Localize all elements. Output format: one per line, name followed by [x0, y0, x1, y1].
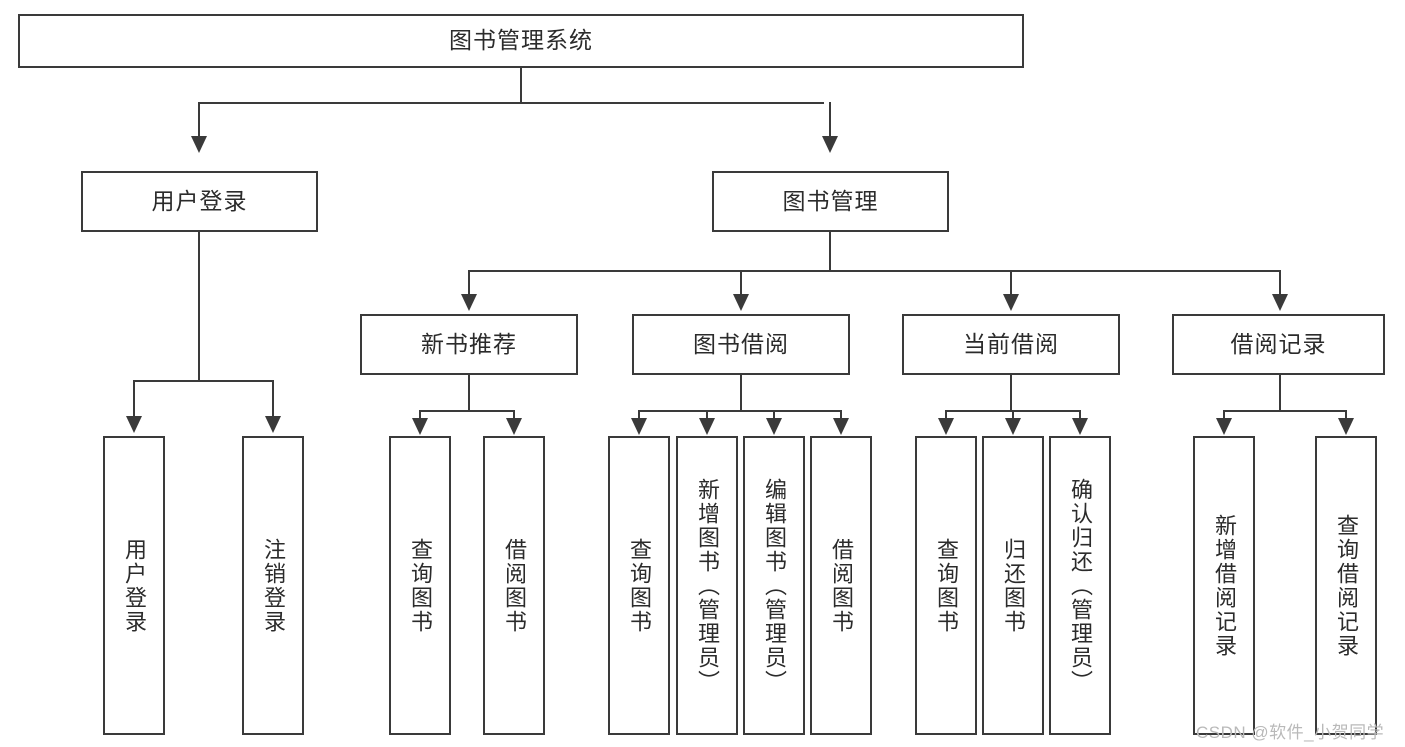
connector-borrow-record-stem	[1279, 375, 1281, 410]
arrow-root-to-book-management	[822, 136, 838, 153]
node-current-borrow[interactable]: 当前借阅	[902, 314, 1120, 375]
connector-current-borrow-to-leaf-1	[945, 410, 947, 420]
node-user-login[interactable]: 用户登录	[81, 171, 318, 232]
node-leaf-query-book-current[interactable]: 查询图书	[915, 436, 977, 735]
node-book-management[interactable]: 图书管理	[712, 171, 949, 232]
connector-bm-to-new-book	[468, 270, 470, 296]
node-label: 图书借阅	[693, 330, 789, 357]
arrow-user-login-to-leaf-2	[265, 416, 281, 433]
node-leaf-add-borrow-record[interactable]: 新增借阅记录	[1193, 436, 1255, 735]
node-leaf-query-book-recommend[interactable]: 查询图书	[389, 436, 451, 735]
arrow-bm-to-new-book	[461, 294, 477, 311]
arrow-current-borrow-to-leaf-1	[938, 418, 954, 435]
node-leaf-add-book-admin[interactable]: 新增图书（管理员）	[676, 436, 738, 735]
connector-book-management-bus	[468, 270, 1280, 272]
connector-current-borrow-to-leaf-2	[1012, 410, 1014, 420]
node-label: 注销登录	[260, 537, 286, 634]
connector-current-borrow-to-leaf-3	[1079, 410, 1081, 420]
connector-user-login-bus	[133, 380, 273, 382]
node-label: 新书推荐	[421, 330, 517, 357]
connector-root-bus	[198, 102, 824, 104]
connector-book-borrow-stem	[740, 375, 742, 410]
node-label: 确认归还（管理员）	[1067, 477, 1093, 694]
connector-root-to-user-login	[198, 102, 200, 138]
arrow-borrow-record-to-leaf-2	[1338, 418, 1354, 435]
connector-borrow-record-to-leaf-2	[1345, 410, 1347, 420]
arrow-book-borrow-to-leaf-2	[699, 418, 715, 435]
connector-borrow-record-bus	[1223, 410, 1347, 412]
node-leaf-return-book[interactable]: 归还图书	[982, 436, 1044, 735]
arrow-book-borrow-to-leaf-3	[766, 418, 782, 435]
arrow-bm-to-borrow-record	[1272, 294, 1288, 311]
arrow-current-borrow-to-leaf-3	[1072, 418, 1088, 435]
node-label: 归还图书	[1000, 537, 1026, 634]
csdn-watermark: CSDN @软件_小贺同学	[1196, 718, 1384, 743]
arrow-user-login-to-leaf-1	[126, 416, 142, 433]
node-label: 查询图书	[626, 537, 652, 634]
node-label: 借阅记录	[1230, 330, 1327, 357]
connector-book-borrow-bus	[638, 410, 842, 412]
connector-book-borrow-to-leaf-1	[638, 410, 640, 420]
node-new-book-recommend[interactable]: 新书推荐	[360, 314, 578, 375]
arrow-borrow-record-to-leaf-1	[1216, 418, 1232, 435]
node-leaf-borrow-book-recommend[interactable]: 借阅图书	[483, 436, 545, 735]
node-leaf-confirm-return-admin[interactable]: 确认归还（管理员）	[1049, 436, 1111, 735]
node-label: 新增图书（管理员）	[694, 477, 720, 694]
connector-new-book-bus	[419, 410, 515, 412]
connector-user-login-stem	[198, 232, 200, 380]
arrow-book-borrow-to-leaf-4	[833, 418, 849, 435]
arrow-bm-to-book-borrow	[733, 294, 749, 311]
node-label: 新增借阅记录	[1211, 513, 1237, 658]
connector-root-to-book-management	[829, 102, 831, 138]
connector-new-book-stem	[468, 375, 470, 410]
arrow-new-book-to-leaf-1	[412, 418, 428, 435]
node-root-book-management-system[interactable]: 图书管理系统	[18, 14, 1024, 68]
connector-book-borrow-to-leaf-4	[840, 410, 842, 420]
arrow-bm-to-current-borrow	[1003, 294, 1019, 311]
node-label: 借阅图书	[828, 537, 854, 634]
connector-new-book-to-leaf-2	[513, 410, 515, 420]
node-book-borrow[interactable]: 图书借阅	[632, 314, 850, 375]
node-leaf-borrow-book[interactable]: 借阅图书	[810, 436, 872, 735]
node-leaf-query-book-borrow[interactable]: 查询图书	[608, 436, 670, 735]
arrow-new-book-to-leaf-2	[506, 418, 522, 435]
connector-bm-to-borrow-record	[1279, 270, 1281, 296]
node-label: 用户登录	[121, 537, 147, 634]
node-borrow-record[interactable]: 借阅记录	[1172, 314, 1385, 375]
node-label: 查询借阅记录	[1333, 513, 1359, 658]
connector-user-login-to-leaf-1	[133, 380, 135, 418]
arrow-book-borrow-to-leaf-1	[631, 418, 647, 435]
node-label: 用户登录	[151, 187, 248, 214]
connector-current-borrow-stem	[1010, 375, 1012, 410]
connector-book-management-stem	[829, 232, 831, 270]
connector-borrow-record-to-leaf-1	[1223, 410, 1225, 420]
connector-root-stem	[520, 68, 522, 102]
connector-bm-to-current-borrow	[1010, 270, 1012, 296]
node-label: 借阅图书	[501, 537, 527, 634]
node-label: 当前借阅	[963, 330, 1059, 357]
connector-user-login-to-leaf-2	[272, 380, 274, 418]
node-label: 图书管理	[782, 187, 879, 214]
arrow-current-borrow-to-leaf-2	[1005, 418, 1021, 435]
arrow-root-to-user-login	[191, 136, 207, 153]
connector-book-borrow-to-leaf-2	[706, 410, 708, 420]
watermark-text: CSDN @软件_小贺同学	[1196, 723, 1385, 742]
node-label: 查询图书	[407, 537, 433, 634]
node-leaf-logout[interactable]: 注销登录	[242, 436, 304, 735]
node-label: 图书管理系统	[449, 27, 593, 54]
node-label: 查询图书	[933, 537, 959, 634]
node-label: 编辑图书（管理员）	[761, 477, 787, 694]
node-leaf-user-login[interactable]: 用户登录	[103, 436, 165, 735]
connector-new-book-to-leaf-1	[419, 410, 421, 420]
connector-bm-to-book-borrow	[740, 270, 742, 296]
node-leaf-edit-book-admin[interactable]: 编辑图书（管理员）	[743, 436, 805, 735]
node-leaf-query-borrow-record[interactable]: 查询借阅记录	[1315, 436, 1377, 735]
connector-book-borrow-to-leaf-3	[773, 410, 775, 420]
